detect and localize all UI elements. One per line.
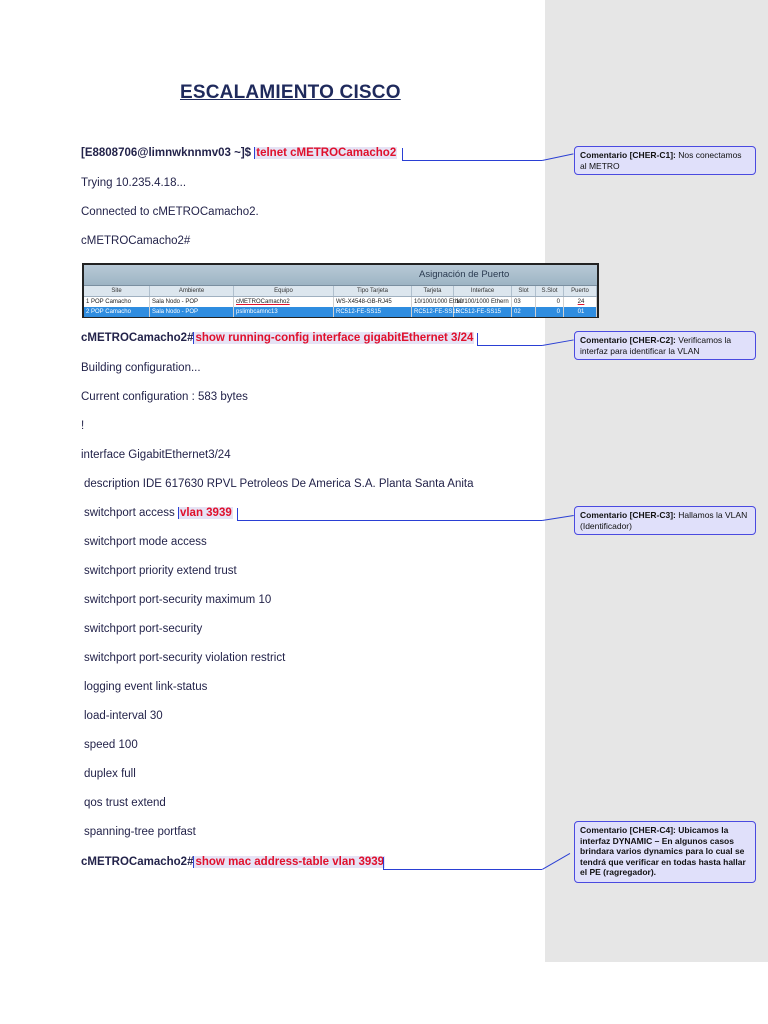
table-title: Asignación de Puerto — [419, 269, 510, 280]
highlighted-command[interactable]: telnet cMETROCamacho2 — [254, 147, 398, 159]
comment-tag: Comentario [CHER-C1]: — [580, 150, 676, 160]
comment-text: Ubicamos la interfaz DYNAMIC – En alguno… — [580, 825, 746, 877]
column-header: Slot — [512, 286, 536, 296]
prompt-prefix: cMETROCamacho2# — [81, 332, 194, 344]
comment-tag: Comentario [CHER-C4]: — [580, 825, 676, 835]
comment-c4[interactable]: Comentario [CHER-C4]: Ubicamos la interf… — [574, 821, 756, 883]
comment-c1[interactable]: Comentario [CHER-C1]: Nos conectamos al … — [574, 146, 756, 175]
comment-connector — [477, 345, 542, 346]
config-prefix: switchport access — [84, 507, 178, 519]
output-line: cMETROCamacho2# — [81, 235, 191, 247]
output-line: speed 100 — [84, 739, 138, 751]
output-line: load-interval 30 — [84, 710, 163, 722]
table-row[interactable]: 2 POP Camacho Sala Nodo - POP pslimbcamn… — [84, 307, 597, 317]
output-line: Connected to cMETROCamacho2. — [81, 206, 259, 218]
column-header: Interface — [454, 286, 512, 296]
table-cell: 24 — [564, 297, 597, 307]
comment-text: Hallamos la VLAN (Identificador) — [580, 510, 748, 531]
output-line: qos trust extend — [84, 797, 166, 809]
comment-text: Nos conectamos al METRO — [580, 150, 742, 171]
table-cell: 02 — [512, 307, 536, 317]
table-cell: 0 — [536, 307, 564, 317]
highlighted-command[interactable]: show running-config interface gigabitEth… — [193, 332, 475, 344]
highlighted-vlan[interactable]: vlan 3939 — [177, 507, 233, 519]
comment-connector — [402, 160, 542, 161]
table-cell: 0 — [536, 297, 564, 307]
table-cell: 10/100/1000 Ether — [414, 297, 464, 307]
column-header: Puerto — [564, 286, 597, 296]
table-row[interactable]: 1 POP Camacho Sala Nodo - POP cMETROCama… — [84, 297, 597, 307]
column-header: S.Slot — [536, 286, 564, 296]
table-cell: WS-X4548-GB-RJ45 — [334, 297, 412, 307]
output-line: switchport mode access — [84, 536, 207, 548]
port-assignment-table: Asignación de Puerto Site Ambiente Equip… — [82, 263, 599, 318]
document-title: ESCALAMIENTO CISCO — [180, 82, 401, 103]
output-line: switchport port-security violation restr… — [84, 652, 286, 664]
column-header: Tipo Tarjeta — [334, 286, 412, 296]
comment-c3[interactable]: Comentario [CHER-C3]: Hallamos la VLAN (… — [574, 506, 756, 535]
column-header: Site — [84, 286, 150, 296]
table-cell: RC512-FE-SS15 — [414, 307, 460, 317]
output-line: switchport port-security maximum 10 — [84, 594, 272, 606]
output-line: spanning-tree portfast — [84, 826, 196, 838]
comment-text: Verificamos la interfaz para identificar… — [580, 335, 732, 356]
show-mac-line: cMETROCamacho2#show mac address-table vl… — [81, 856, 386, 868]
table-cell: 03 — [512, 297, 536, 307]
table-header-bar: Asignación de Puerto — [84, 265, 597, 286]
highlighted-command[interactable]: show mac address-table vlan 3939 — [193, 856, 386, 868]
comment-anchor-tick — [477, 333, 478, 345]
prompt-prefix: [E8808706@limnwknnmv03 ~]$ — [81, 147, 255, 159]
comment-connector — [383, 869, 542, 870]
column-header: Equipo — [234, 286, 334, 296]
table-cell: Sala Nodo - POP — [150, 297, 234, 307]
table-cell: RC512-FE-SS15 — [334, 307, 412, 317]
telnet-line: [E8808706@limnwknnmv03 ~]$ telnet cMETRO… — [81, 147, 398, 159]
comment-c2[interactable]: Comentario [CHER-C2]: Verificamos la int… — [574, 331, 756, 360]
output-line: logging event link-status — [84, 681, 208, 693]
output-line: duplex full — [84, 768, 136, 780]
table-cell: 2 POP Camacho — [84, 307, 150, 317]
column-header: Tarjeta — [412, 286, 454, 296]
output-line: ! — [81, 420, 85, 432]
comment-tag: Comentario [CHER-C2]: — [580, 335, 676, 345]
table-cell: 10/100/1000 Ethern — [454, 297, 512, 307]
table-cell: RC512-FE-SS15 — [454, 307, 512, 317]
output-line: Current configuration : 583 bytes — [81, 391, 248, 403]
output-line: Building configuration... — [81, 362, 201, 374]
comment-pane — [545, 0, 768, 962]
table-column-headers: Site Ambiente Equipo Tipo Tarjeta Tarjet… — [84, 286, 597, 297]
output-line: interface GigabitEthernet3/24 — [81, 449, 231, 461]
table-cell: pslimbcamnc13 — [234, 307, 334, 317]
output-line: switchport priority extend trust — [84, 565, 237, 577]
table-cell: cMETROCamacho2 — [234, 297, 334, 307]
table-cell: 1 POP Camacho — [84, 297, 150, 307]
comment-tag: Comentario [CHER-C3]: — [580, 510, 676, 520]
comment-anchor-tick — [383, 857, 384, 869]
comment-connector — [237, 520, 542, 521]
table-cell: Sala Nodo - POP — [150, 307, 234, 317]
switchport-access-line: switchport access vlan 3939 — [84, 507, 233, 519]
comment-anchor-tick — [237, 508, 238, 520]
column-header: Ambiente — [150, 286, 234, 296]
output-line: Trying 10.235.4.18... — [81, 177, 187, 189]
output-line: switchport port-security — [84, 623, 203, 635]
table-cell: 01 — [564, 307, 597, 317]
show-run-line: cMETROCamacho2#show running-config inter… — [81, 332, 475, 344]
prompt-prefix: cMETROCamacho2# — [81, 856, 194, 868]
output-line: description IDE 617630 RPVL Petroleos De… — [84, 478, 474, 490]
comment-anchor-tick — [402, 148, 403, 160]
